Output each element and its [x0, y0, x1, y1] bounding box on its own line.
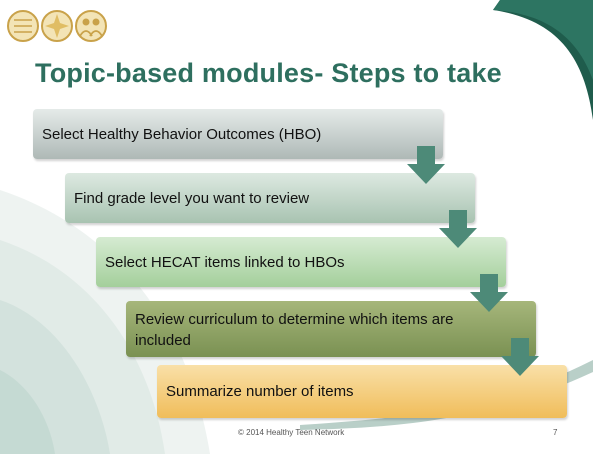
- step-2-label: Find grade level you want to review: [74, 189, 310, 207]
- step-3-box: Select HECAT items linked to HBOs: [96, 237, 506, 287]
- footer-copyright: © 2014 Healthy Teen Network: [238, 428, 345, 437]
- step-5-box: Summarize number of items: [157, 365, 567, 418]
- slide-title: Topic-based modules- Steps to take: [35, 58, 502, 88]
- healthy-teen-network-logo: [7, 10, 107, 42]
- step-1-label: Select Healthy Behavior Outcomes (HBO): [42, 125, 322, 143]
- down-arrow-icon: [501, 338, 539, 376]
- down-arrow-icon: [407, 146, 445, 184]
- step-2-box: Find grade level you want to review: [65, 173, 475, 223]
- step-5-label: Summarize number of items: [166, 383, 354, 400]
- step-1-box: Select Healthy Behavior Outcomes (HBO): [33, 109, 443, 159]
- down-arrow-icon: [470, 274, 508, 312]
- page-number: 7: [553, 428, 558, 437]
- step-3-label: Select HECAT items linked to HBOs: [105, 253, 345, 271]
- step-4-box: Review curriculum to determine which ite…: [126, 301, 536, 357]
- step-4-label: Review curriculum to determine which ite…: [135, 311, 454, 349]
- down-arrow-icon: [439, 210, 477, 248]
